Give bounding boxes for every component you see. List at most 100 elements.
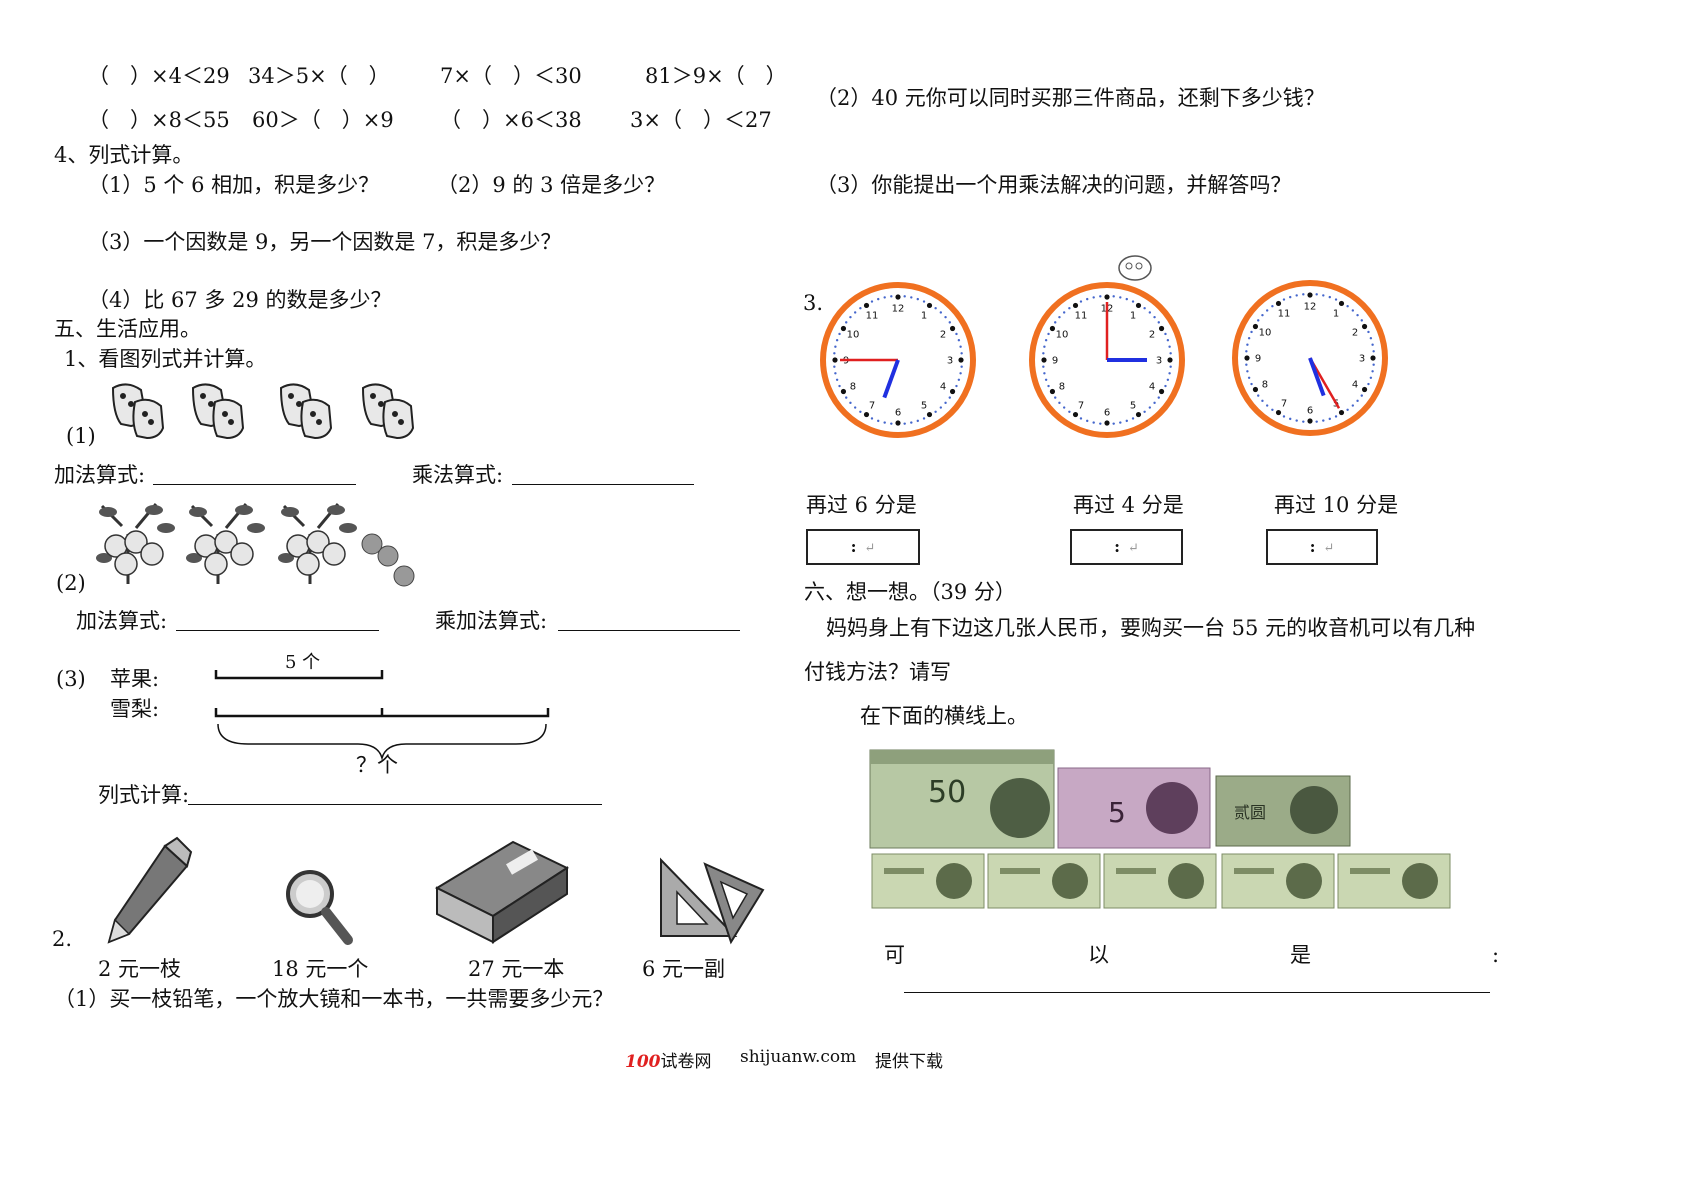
time-answer-box-1[interactable]: :↵: [806, 529, 920, 565]
minute-dot: [1261, 313, 1264, 317]
ineq-1-1: （ ）×4＜29: [88, 64, 230, 88]
clock-numeral: 3: [1359, 354, 1365, 365]
p3-label: (3): [56, 667, 86, 691]
minute-dot: [877, 419, 880, 423]
clock-numeral: 10: [1056, 330, 1069, 341]
minute-dot: [890, 422, 893, 425]
minute-dot: [1125, 297, 1128, 301]
minute-dot: [849, 315, 852, 319]
hour-dot: [895, 420, 901, 426]
p2-add-blank[interactable]: [176, 630, 379, 631]
banknote-50: 50: [869, 749, 1055, 849]
minute-dot: [845, 321, 848, 324]
minute-dot: [1043, 345, 1046, 348]
price-ruler: 6 元一副: [642, 957, 726, 981]
minute-dot: [955, 332, 958, 336]
minute-dot: [1265, 309, 1269, 312]
hour-dot: [949, 388, 956, 395]
section4-q1: （1）5 个 6 相加，积是多少？: [88, 173, 380, 197]
time-answer-box-2[interactable]: :↵: [1070, 529, 1183, 565]
clock-numeral: 4: [1149, 382, 1155, 393]
minute-dot: [903, 295, 906, 298]
minute-dot: [1131, 417, 1135, 420]
minute-dot: [1360, 319, 1363, 322]
p1-mul-blank[interactable]: [512, 484, 694, 485]
minute-dot: [1334, 298, 1338, 301]
minute-dot: [1054, 396, 1057, 399]
minute-dot: [1164, 384, 1167, 388]
footer-url[interactable]: shijuanw.com: [740, 1047, 857, 1067]
clock-numeral: 1: [921, 310, 927, 321]
minute-dot: [859, 307, 862, 310]
minute-dot: [1166, 378, 1170, 381]
ineq-2-1: （ ）×8＜55: [88, 108, 230, 132]
minute-dot: [1086, 419, 1089, 423]
answer-blank[interactable]: [904, 992, 1490, 993]
minute-dot: [957, 378, 961, 381]
minute-dot: [959, 345, 962, 348]
minute-dot: [835, 339, 839, 342]
hour-hand: [1308, 357, 1326, 397]
minute-dot: [934, 410, 937, 413]
minute-dot: [1168, 345, 1171, 348]
p2-mul-blank[interactable]: [558, 630, 740, 631]
hour-dot: [1252, 386, 1259, 393]
hour-dot: [1167, 357, 1173, 363]
clock-numeral: 8: [1059, 382, 1065, 393]
clock-numeral: 2: [940, 330, 946, 341]
clock-numeral: 6: [1307, 406, 1313, 417]
hour-dot: [1370, 355, 1376, 361]
clock-numeral: 3: [1156, 356, 1162, 367]
minute-dot: [1042, 352, 1045, 355]
hour-dot: [1307, 418, 1313, 424]
section6-line2: 付钱方法？请写: [804, 660, 951, 684]
svg-text:贰圆: 贰圆: [1234, 803, 1266, 822]
minute-dot: [845, 396, 848, 399]
clock-numeral: 5: [1130, 401, 1136, 412]
five-label: 5 个: [285, 652, 321, 673]
hour-dot: [840, 325, 847, 332]
hour-dot: [1041, 357, 1047, 363]
time-answer-box-3[interactable]: :↵: [1266, 529, 1378, 565]
clock-numeral: 8: [1262, 380, 1268, 391]
hour-dot: [1244, 355, 1250, 361]
clock-numeral: 12: [892, 304, 905, 315]
ruler-set-image: [660, 857, 765, 945]
minute-dot: [1153, 315, 1156, 319]
hour-dot: [1104, 420, 1110, 426]
clock-numeral: 10: [847, 330, 860, 341]
minute-dot: [1302, 420, 1305, 423]
hour-dot: [1072, 302, 1079, 309]
minute-dot: [1047, 384, 1050, 388]
section5-title: 五、生活应用。: [54, 317, 201, 341]
minute-dot: [1131, 300, 1135, 303]
minute-dot: [960, 365, 963, 368]
footer-brand[interactable]: 100试卷网: [625, 1047, 712, 1072]
minute-dot: [1328, 295, 1331, 299]
section4-title: 4、列式计算。: [54, 143, 194, 167]
minute-dot: [1047, 332, 1050, 336]
hour-dot: [1158, 325, 1165, 332]
minute-dot: [1079, 417, 1083, 420]
clock-numeral: 2: [1352, 328, 1358, 339]
minute-dot: [1143, 410, 1146, 413]
minute-dot: [834, 345, 837, 348]
ineq-2-4: 3×（ ）＜27: [630, 108, 772, 132]
p1-add-blank[interactable]: [153, 484, 356, 485]
minute-dot: [1371, 370, 1374, 373]
hour-dot: [926, 302, 933, 309]
minute-dot: [1250, 330, 1253, 334]
clock-numeral: 12: [1304, 302, 1317, 313]
minute-dot: [1265, 404, 1269, 407]
minute-dot: [1351, 309, 1355, 312]
clock-numeral: 8: [850, 382, 856, 393]
footer-site-name: 试卷网: [660, 1052, 712, 1072]
minute-dot: [1351, 404, 1355, 407]
minute-dot: [1042, 365, 1045, 368]
section6-line1: 妈妈身上有下边这几张人民币，要购买一台 55 元的收音机可以有几种: [826, 616, 1476, 640]
hour-dot: [1361, 386, 1368, 393]
calc-blank[interactable]: [188, 804, 602, 805]
minute-dot: [1112, 295, 1115, 298]
section5-p1-title: 1、看图列式并计算。: [64, 347, 267, 371]
clock-numeral: 6: [1104, 408, 1110, 419]
